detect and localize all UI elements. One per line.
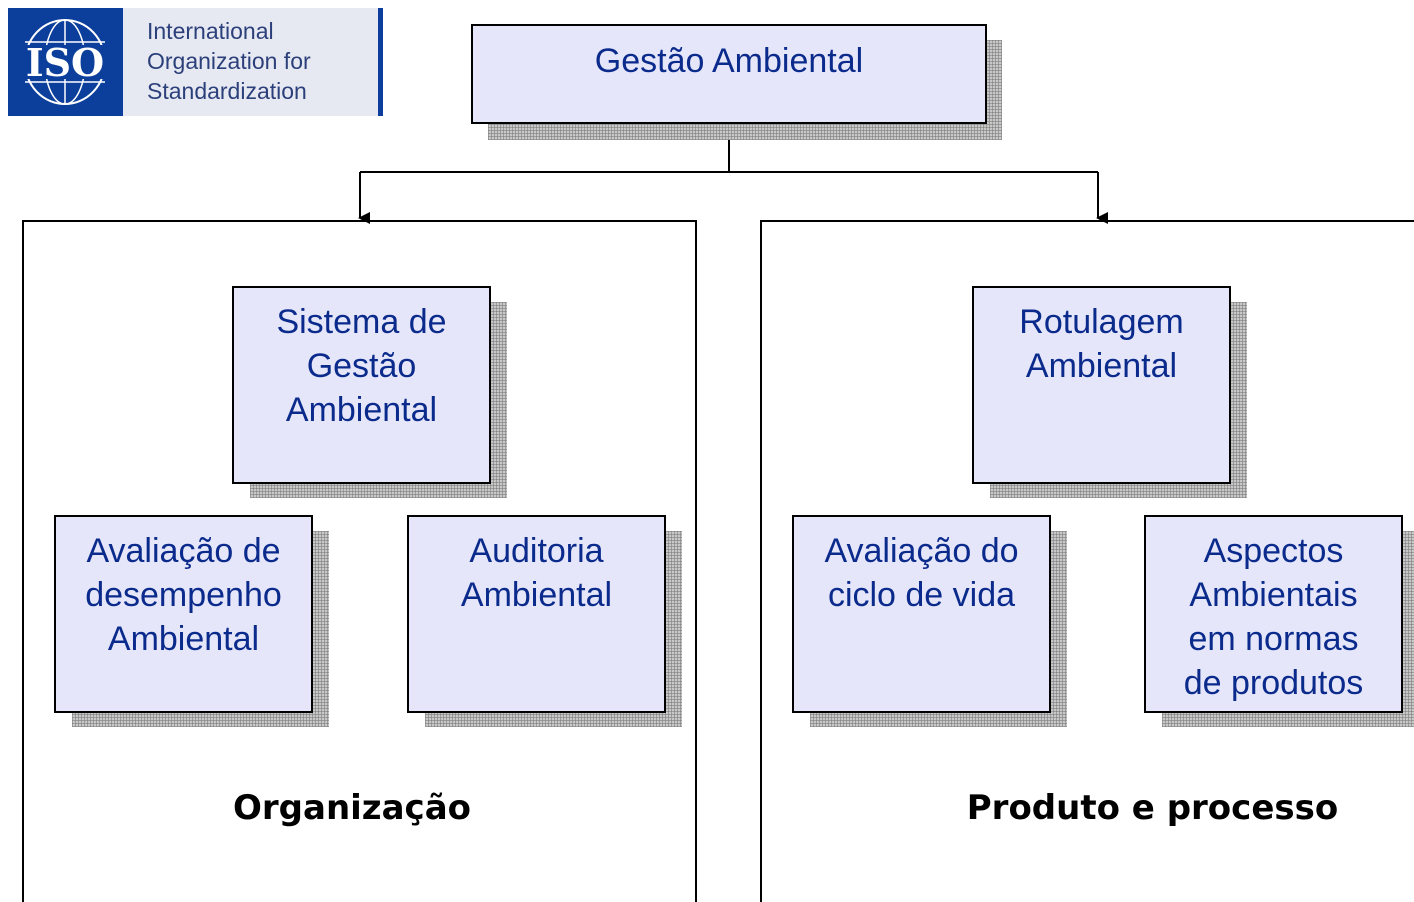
right-bottom-right-line-2: Ambientais bbox=[1189, 576, 1358, 614]
right-bottom-left-box: Avaliação do ciclo de vida bbox=[792, 515, 1051, 713]
right-bottom-right-box: Aspectos Ambientais em normas de produto… bbox=[1144, 515, 1403, 713]
iso-mark-text: ISO bbox=[26, 40, 104, 85]
left-panel-caption: Organização bbox=[233, 788, 471, 828]
left-bottom-left-line-3: Ambiental bbox=[107, 620, 260, 658]
right-panel-caption: Produto e processo bbox=[966, 788, 1339, 828]
right-top-box: Rotulagem Ambiental bbox=[972, 286, 1231, 484]
globe-icon: ISO bbox=[10, 19, 121, 105]
left-bottom-left-box: Avaliação de desempenho Ambiental bbox=[54, 515, 313, 713]
right-top-line-1: Rotulagem bbox=[1019, 303, 1184, 341]
iso-logo: ISO International Organization for Stand… bbox=[8, 8, 383, 116]
right-bottom-left-line-2: ciclo de vida bbox=[827, 576, 1016, 614]
iso-name-line-1: International bbox=[147, 18, 274, 44]
right-bottom-right-line-3: em normas bbox=[1188, 620, 1359, 658]
iso-name-line-3: Standardization bbox=[147, 78, 307, 104]
iso-globe-mark: ISO bbox=[8, 8, 123, 116]
left-top-line-1: Sistema de bbox=[276, 303, 447, 341]
left-bottom-left-line-2: desempenho bbox=[85, 576, 282, 614]
left-bottom-right-line-2: Ambiental bbox=[460, 576, 613, 614]
right-bottom-right-line-4: de produtos bbox=[1183, 664, 1364, 702]
right-bottom-left-line-1: Avaliação do bbox=[824, 532, 1019, 570]
iso-name: International Organization for Standardi… bbox=[123, 8, 383, 116]
right-top-line-2: Ambiental bbox=[1025, 347, 1178, 385]
right-panel bbox=[760, 220, 1414, 902]
root-box-label: Gestão Ambiental bbox=[594, 42, 864, 80]
right-bottom-right-line-1: Aspectos bbox=[1203, 532, 1344, 570]
root-box: Gestão Ambiental bbox=[471, 24, 987, 124]
left-panel bbox=[22, 220, 697, 902]
left-bottom-right-line-1: Auditoria bbox=[469, 532, 604, 570]
iso-name-line-2: Organization for bbox=[147, 48, 311, 74]
left-top-line-3: Ambiental bbox=[285, 391, 438, 429]
left-top-box: Sistema de Gestão Ambiental bbox=[232, 286, 491, 484]
left-top-line-2: Gestão bbox=[306, 347, 417, 385]
left-bottom-left-line-1: Avaliação de bbox=[86, 532, 281, 570]
left-bottom-right-box: Auditoria Ambiental bbox=[407, 515, 666, 713]
